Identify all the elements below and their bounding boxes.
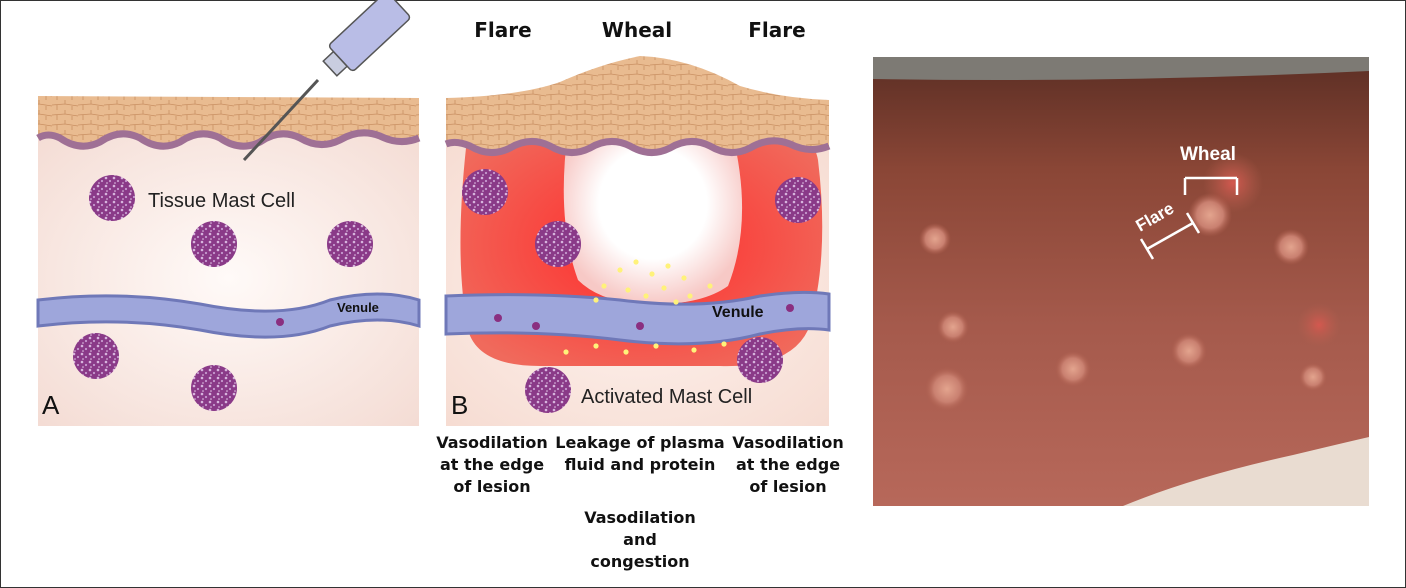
panel-b-venule	[444, 290, 831, 346]
photo-bump	[919, 223, 951, 255]
panel-a-letter: A	[42, 390, 60, 420]
photo-bump	[1273, 229, 1309, 265]
activated-mast-cell	[737, 337, 783, 383]
panel-b-venule-label: Venule	[712, 304, 764, 321]
activated-mast-cell	[775, 177, 821, 223]
panel-b-blood-cell	[636, 322, 644, 330]
panel-b-blood-cell	[494, 314, 502, 322]
photo-bump	[925, 367, 969, 411]
panel-a-basement-membrane	[36, 129, 421, 150]
panel-a-diagram: Tissue Mast Cell Venule A	[36, 0, 421, 426]
activated-mast-cell	[462, 169, 508, 215]
mast-cell	[191, 221, 237, 267]
syringe-needle-icon	[242, 0, 411, 162]
wheal-bracket	[1183, 176, 1239, 195]
panel-b-header-wheal: Wheal	[601, 18, 673, 42]
panel-b-header-flare-right: Flare	[748, 18, 806, 42]
activated-mast-cell	[535, 221, 581, 267]
panel-a-mast-cell-label: Tissue Mast Cell	[148, 190, 295, 212]
wheal-region	[563, 121, 743, 305]
plasma-leak-dots	[563, 259, 727, 355]
panel-a-blood-cell	[276, 318, 284, 326]
photo-flare-spot	[1203, 153, 1263, 213]
caption-vasodilation-left: Vasodilation at the edge of lesion	[436, 433, 548, 496]
panel-b-epidermis	[446, 56, 829, 153]
panel-b-letter: B	[451, 390, 468, 420]
caption-plasma-leakage: Leakage of plasma fluid and protein	[555, 433, 725, 474]
photo-background-bottom	[1123, 437, 1369, 506]
photo-flare-spot	[1297, 303, 1341, 347]
photo-wheal-label: Wheal	[1180, 144, 1236, 165]
caption-vasodilation-right: Vasodilation at the edge of lesion	[732, 433, 844, 496]
panel-b-blood-cell	[532, 322, 540, 330]
mast-cell	[89, 175, 135, 221]
panel-a-venule-label: Venule	[337, 300, 379, 315]
photo-background-top	[873, 57, 1369, 80]
activated-mast-cell	[525, 367, 571, 413]
flare-bracket	[1139, 212, 1201, 260]
caption-vasodilation-congestion: Vasodilation and congestion	[584, 508, 696, 571]
panel-b-mast-cell-label: Activated Mast Cell	[581, 386, 752, 408]
panel-b-basement-membrane	[444, 137, 831, 156]
panel-b-header-flare-left: Flare	[474, 18, 532, 42]
mast-cell	[73, 333, 119, 379]
panel-a-venule	[36, 292, 421, 339]
photo-skin	[873, 57, 1369, 506]
panel-b-blood-cell	[786, 304, 794, 312]
mast-cell	[191, 365, 237, 411]
photo-bump	[937, 311, 969, 343]
mast-cell	[327, 221, 373, 267]
panel-b-diagram: Venule Activated Mast Cell B	[444, 56, 831, 426]
photo-bump	[1171, 333, 1207, 369]
photo-bump	[1055, 351, 1091, 387]
photo-bump	[1299, 363, 1327, 391]
wheal-flare-photo: Wheal Flare	[873, 57, 1369, 506]
